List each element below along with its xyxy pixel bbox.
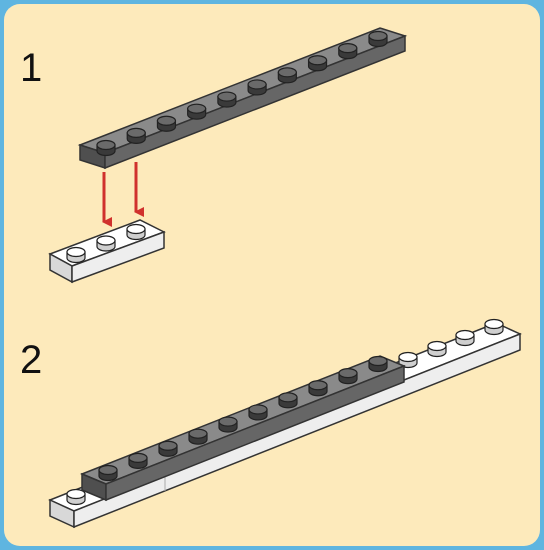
step-2-number: 2: [20, 338, 43, 382]
long-plate-stud-2: [126, 127, 146, 144]
base-plate-stud-1: [66, 488, 86, 506]
long-plate-stud-3: [156, 115, 177, 132]
long-dark-plate: [77, 27, 408, 170]
stacked-plate-stud-2: [128, 452, 148, 469]
long-plate-stud-9: [338, 43, 358, 60]
stacked-plate-stud-7: [278, 392, 298, 409]
step-1-illustration: [48, 27, 408, 284]
stacked-plate-stud-3: [158, 440, 178, 457]
stacked-plate-stud-5: [218, 416, 238, 433]
short-white-plate: [48, 219, 166, 284]
base-plate-stud-4: [455, 329, 475, 347]
step-1-number: 1: [20, 46, 43, 90]
base-plate-stud-5: [484, 318, 504, 336]
long-plate-stud-6: [247, 79, 267, 96]
base-plate-stud-2: [398, 351, 418, 369]
long-plate-stud-7: [277, 67, 297, 84]
stacked-plate-stud-8: [308, 380, 328, 397]
stacked-plate-stud-6: [248, 404, 268, 421]
stacked-plate-stud-9: [338, 368, 358, 385]
long-plate-stud-10: [368, 30, 388, 48]
long-plate-stud-1: [96, 139, 116, 157]
long-plate-stud-5: [217, 91, 237, 108]
stacked-dark-plate: [80, 355, 406, 502]
short-plate-stud-1: [66, 246, 86, 264]
stacked-plate-stud-1: [98, 464, 118, 482]
long-plate-stud-8: [307, 55, 328, 72]
step-2-illustration: [48, 318, 522, 529]
long-plate-stud-4: [187, 103, 207, 120]
short-plate-stud-3: [126, 223, 146, 241]
base-plate-stud-3: [427, 340, 447, 358]
stacked-plate-stud-10: [368, 355, 388, 373]
stacked-plate-stud-4: [188, 428, 208, 445]
short-plate-stud-2: [96, 235, 116, 252]
